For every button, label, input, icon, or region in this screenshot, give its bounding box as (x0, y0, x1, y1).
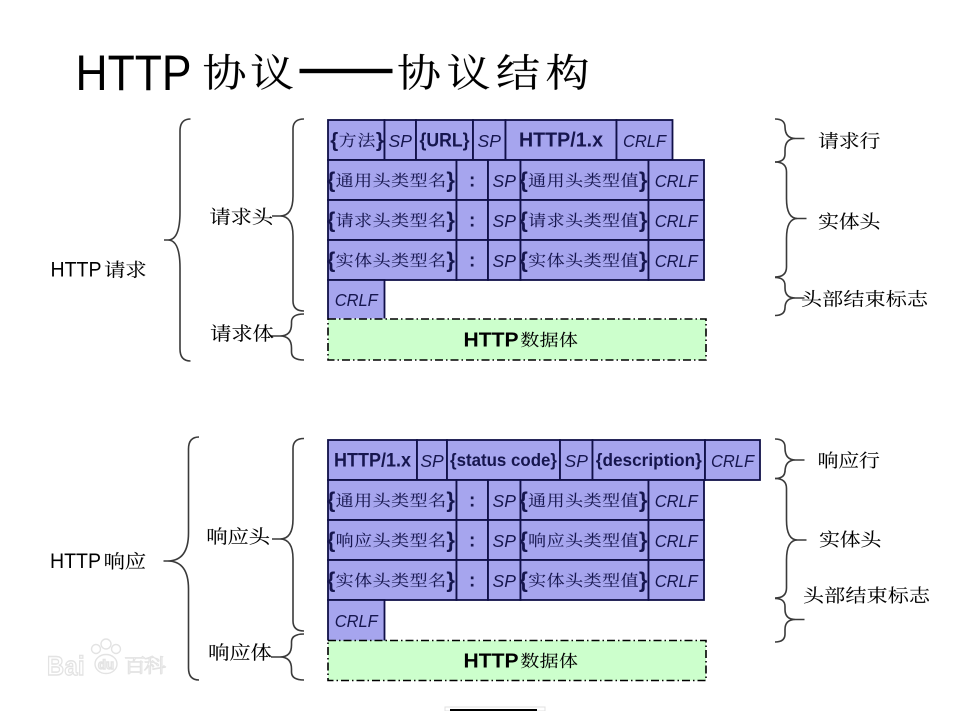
svg-text:}: } (446, 247, 455, 272)
svg-text:}: } (639, 527, 648, 552)
svg-text:{: { (330, 129, 338, 152)
svg-text:CRLF: CRLF (335, 611, 379, 631)
svg-text:HTTP: HTTP (76, 45, 192, 101)
svg-text:SP: SP (493, 491, 517, 511)
svg-text::: : (469, 170, 475, 191)
svg-text:}: } (639, 167, 648, 192)
svg-text:CRLF: CRLF (655, 571, 699, 591)
svg-text:{description}: {description} (596, 450, 702, 470)
svg-text::: : (469, 530, 475, 551)
svg-text:CRLF: CRLF (655, 531, 699, 551)
svg-text:{status code}: {status code} (450, 450, 557, 470)
svg-text:}: } (446, 567, 455, 592)
svg-text:{: { (519, 567, 528, 592)
svg-text:{: { (327, 207, 336, 232)
svg-text:SP: SP (420, 451, 444, 471)
svg-text:{: { (519, 247, 528, 272)
svg-text:{: { (327, 247, 336, 272)
svg-text:}: } (446, 207, 455, 232)
svg-text:CRLF: CRLF (655, 251, 699, 271)
svg-text:}: } (446, 167, 455, 192)
svg-text:SP: SP (493, 531, 517, 551)
svg-text:HTTP: HTTP (464, 649, 519, 672)
svg-text:CRLF: CRLF (655, 171, 699, 191)
svg-text:SP: SP (493, 211, 517, 231)
svg-text:CRLF: CRLF (655, 211, 699, 231)
svg-text:SP: SP (389, 131, 413, 151)
svg-text:HTTP: HTTP (51, 258, 102, 281)
svg-text:CRLF: CRLF (655, 491, 699, 511)
svg-text:}: } (639, 487, 648, 512)
svg-text:}: } (446, 527, 455, 552)
svg-text:}: } (446, 487, 455, 512)
svg-text:HTTP/1.x: HTTP/1.x (519, 130, 603, 152)
svg-text::: : (469, 570, 475, 591)
svg-text:{: { (327, 527, 336, 552)
svg-text:du: du (98, 657, 114, 672)
svg-text:HTTP: HTTP (464, 328, 519, 351)
svg-text:HTTP: HTTP (50, 550, 101, 573)
svg-text:SP: SP (478, 131, 502, 151)
svg-text::: : (469, 210, 475, 231)
svg-text:}: } (376, 129, 384, 152)
svg-text:SP: SP (493, 571, 517, 591)
svg-text:CRLF: CRLF (711, 451, 755, 471)
svg-text:}: } (639, 247, 648, 272)
svg-text:SP: SP (493, 251, 517, 271)
svg-text:{: { (519, 527, 528, 552)
svg-text:SP: SP (565, 451, 589, 471)
svg-text:Bai: Bai (47, 651, 85, 681)
svg-text:CRLF: CRLF (623, 131, 667, 151)
svg-text:CRLF: CRLF (335, 290, 379, 310)
svg-text:}: } (639, 567, 648, 592)
svg-text:{URL}: {URL} (420, 130, 471, 151)
svg-text:{: { (327, 487, 336, 512)
svg-text:{: { (327, 567, 336, 592)
svg-text:{: { (519, 207, 528, 232)
svg-text:HTTP/1.x: HTTP/1.x (334, 450, 411, 471)
svg-text::: : (469, 490, 475, 511)
svg-text::: : (469, 250, 475, 271)
svg-text:SP: SP (493, 171, 517, 191)
svg-text:{: { (327, 167, 336, 192)
svg-text:{: { (519, 167, 528, 192)
svg-text:}: } (639, 207, 648, 232)
svg-text:{: { (519, 487, 528, 512)
